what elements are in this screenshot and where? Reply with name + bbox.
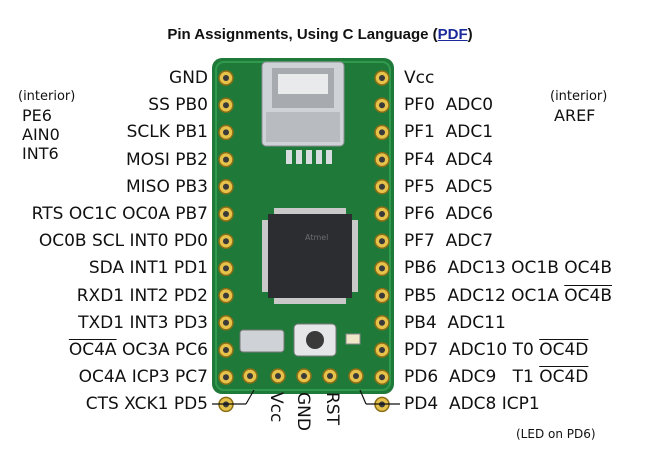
right-label-8: PB5 ADC12 OC1A OC4B	[404, 285, 612, 306]
interior-left-line-1: AIN0	[22, 125, 60, 144]
left-label-1: SS PB0	[148, 95, 208, 116]
interior-right: (interior) AREF	[550, 87, 607, 125]
bottom-label-rst: RST	[322, 392, 342, 425]
title-text: Pin Assignments, Using C Language (	[167, 26, 438, 43]
left-label-6: OC0B SCL INT0 PD0	[38, 231, 208, 252]
left-label-11: OC4A ICP3 PC7	[78, 367, 208, 388]
right-label-12: PD4 ADC8 ICP1	[404, 394, 540, 415]
right-label-overline: OC4D	[539, 367, 589, 388]
page-title: Pin Assignments, Using C Language (PDF)	[0, 26, 640, 43]
right-label-3: PF4 ADC4	[404, 149, 494, 170]
right-label-overline: OC4B	[564, 285, 612, 306]
interior-right-line-0: AREF	[554, 106, 596, 125]
led-note: (LED on PD6)	[516, 427, 596, 441]
right-label-7: PB6 ADC13 OC1B OC4B	[404, 258, 613, 279]
left-label-0: GND	[169, 68, 208, 88]
interior-right-heading: (interior)	[550, 89, 608, 104]
right-label-5: PF6 ADC6	[404, 204, 494, 224]
left-label-7: SDA INT1 PD1	[88, 258, 208, 279]
right-label-6: PF7 ADC7	[404, 231, 494, 252]
left-label-3: MOSI PB2	[126, 149, 208, 170]
right-label-0: Vcc	[404, 68, 435, 88]
interior-left-line-2: INT6	[22, 144, 59, 163]
left-label-8: RXD1 INT2 PD2	[76, 285, 208, 306]
right-label-1: PF0 ADC0	[404, 95, 494, 116]
title-close: )	[467, 26, 473, 43]
left-label-12: CTS XCK1 PD5	[85, 394, 208, 415]
interior-left-line-0: PE6	[22, 106, 52, 125]
right-label-overline: OC4D	[539, 340, 589, 360]
left-label-4: MISO PB3	[126, 176, 208, 197]
left-label-9: TXD1 INT3 PD3	[78, 312, 208, 333]
interior-left-heading: (interior)	[18, 89, 76, 104]
left-label-2: SCLK PB1	[126, 122, 208, 143]
left-label-overline: OC4A	[68, 340, 117, 360]
right-label-4: PF5 ADC5	[404, 176, 494, 197]
bottom-label-gnd: GND	[293, 392, 313, 431]
svg-text:Atmel: Atmel	[305, 233, 328, 242]
left-label-5: RTS OC1C OC0A PB7	[31, 204, 208, 224]
left-label-10: OC4A OC3A PC6	[68, 340, 208, 360]
usb-connector	[261, 61, 345, 147]
right-label-10: PD7 ADC10 T0 OC4D	[404, 340, 589, 360]
mcu-chip	[268, 214, 352, 298]
pdf-link[interactable]: PDF	[437, 26, 468, 43]
right-label-9: PB4 ADC11	[404, 312, 506, 333]
right-label-2: PF1 ADC1	[404, 122, 494, 143]
interior-left: (interior) PE6 AIN0 INT6	[18, 87, 75, 163]
bottom-label-vcc: Vcc	[266, 392, 286, 423]
right-label-11: PD6 ADC9 T1 OC4D	[404, 367, 589, 388]
